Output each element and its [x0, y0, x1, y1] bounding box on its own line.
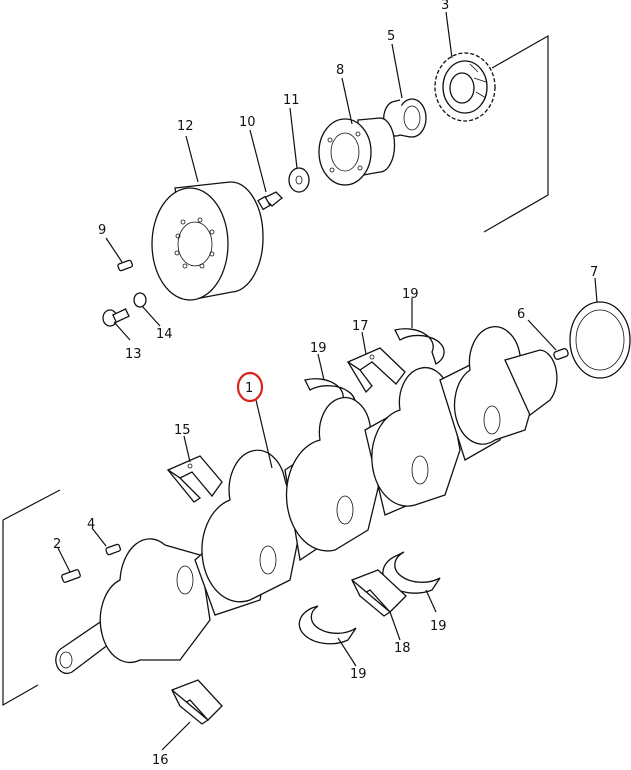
- callout-17: 17: [352, 319, 369, 334]
- dowel-pin: [553, 348, 569, 360]
- callout-19-lower-right: 19: [430, 619, 447, 634]
- pulley: [151, 181, 264, 301]
- callout-7: 7: [590, 265, 598, 280]
- callout-15: 15: [174, 423, 191, 438]
- callout-8: 8: [336, 63, 344, 78]
- main-bearing-upper: [346, 347, 406, 394]
- timing-gear: [434, 52, 496, 122]
- seal-ring: [569, 301, 631, 379]
- callout-4: 4: [87, 517, 95, 532]
- callout-19-upper-right: 19: [402, 287, 419, 302]
- callout-9: 9: [98, 223, 106, 238]
- main-bearing-lower-front: [171, 679, 223, 725]
- bolt: [257, 191, 283, 211]
- callout-5: 5: [387, 29, 395, 44]
- callout-1: 1: [245, 381, 253, 396]
- highlight-circle: [236, 371, 264, 403]
- bolt-13: [102, 308, 130, 327]
- callout-19-lower-left: 19: [350, 667, 367, 682]
- callout-13: 13: [125, 347, 142, 362]
- leader-lines: [57, 11, 598, 751]
- thrust-washers-lower: [298, 551, 441, 645]
- callout-14: 14: [156, 327, 173, 342]
- callout-6: 6: [517, 307, 525, 322]
- pin-9: [117, 259, 134, 272]
- flange-housing: [318, 117, 396, 186]
- callout-12: 12: [177, 119, 194, 134]
- callout-2: 2: [53, 537, 61, 552]
- main-bearing-front: [166, 455, 223, 503]
- pin-4: [105, 543, 122, 556]
- callout-labels: 1 2 3 4 5 6 7 8 9 10 11 12 13 14 15 16 1…: [53, 0, 598, 768]
- lock-washer: [133, 292, 147, 308]
- callout-10: 10: [239, 115, 256, 130]
- callout-11: 11: [283, 93, 300, 108]
- frame-lines: [2, 34, 549, 707]
- crankshaft: [55, 326, 558, 675]
- pin-2: [61, 569, 81, 583]
- callout-16: 16: [152, 753, 169, 768]
- callout-3: 3: [441, 0, 449, 13]
- callout-19-upper-left: 19: [310, 341, 327, 356]
- callout-18: 18: [394, 641, 411, 656]
- washer: [288, 167, 310, 193]
